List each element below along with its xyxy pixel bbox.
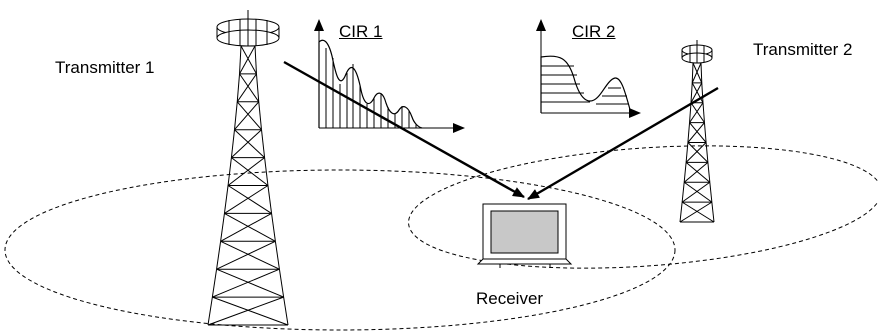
transmitter-2-label: Transmitter 2: [753, 40, 853, 59]
cir-2-plot: [536, 19, 641, 118]
cir-1-label: CIR 1: [339, 22, 383, 41]
cir-2-curve: [540, 55, 632, 114]
cir-2-label: CIR 2: [572, 22, 616, 41]
transmitter-1-label: Transmitter 1: [55, 58, 155, 77]
receiver-device: [476, 203, 573, 268]
transmitter-2-tower: [679, 40, 715, 223]
coverage-area-1: [4, 169, 676, 331]
cir-1-curve: [318, 39, 423, 129]
receiver-label: Receiver: [476, 289, 544, 308]
coverage-area-2: [408, 145, 878, 269]
signal-arrow-1: [283, 60, 525, 199]
signal-paths: [283, 60, 719, 201]
transmitter-1-tower: [207, 10, 289, 326]
signal-arrow-2: [527, 86, 719, 201]
receiver-screen: [490, 210, 559, 254]
